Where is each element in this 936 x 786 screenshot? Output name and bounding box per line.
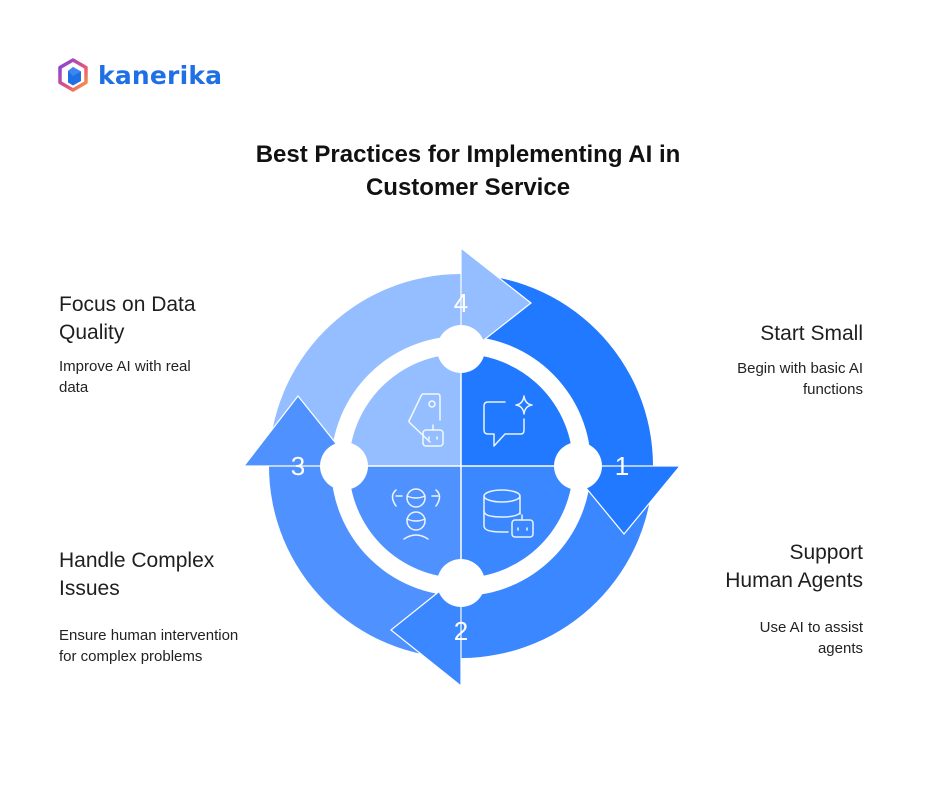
quadrant-2 <box>461 466 573 578</box>
step-2-number: 2 <box>454 616 468 646</box>
brand-logo: kanerika <box>56 58 222 92</box>
arrowhead-1 <box>566 465 682 535</box>
notch-bottom <box>437 559 485 607</box>
quadrant-3 <box>349 466 461 578</box>
notch-top <box>437 325 485 373</box>
database-bot-icon <box>483 489 534 538</box>
title-line-2: Customer Service <box>365 174 571 201</box>
page-title: Best Practices for Implementing AI in Cu… <box>0 138 936 204</box>
chat-sparkle-icon <box>483 395 533 447</box>
step-1-heading: Start Small <box>760 322 863 345</box>
segment-3-body <box>269 466 461 658</box>
arrowhead-3 <box>242 395 356 467</box>
people-group-icon <box>391 488 441 540</box>
step-3-number: 3 <box>291 451 305 481</box>
segment-1-body <box>461 274 653 466</box>
tag-bot-icon <box>408 393 444 447</box>
segment-2-body <box>461 466 653 658</box>
hexagon-cube-icon <box>58 58 88 92</box>
quadrant-1 <box>461 354 573 466</box>
notch-right <box>554 442 602 490</box>
title-line-1: Best Practices for Implementing AI in <box>255 141 681 168</box>
quadrant-4 <box>349 354 461 466</box>
arrowhead-2 <box>390 572 462 688</box>
step-1-number: 1 <box>615 451 629 481</box>
step-4-number: 4 <box>454 288 468 318</box>
segment-4-body <box>269 274 461 466</box>
brand-name: kanerika <box>98 60 223 90</box>
notch-left <box>320 442 368 490</box>
arrowhead-4 <box>460 246 532 360</box>
